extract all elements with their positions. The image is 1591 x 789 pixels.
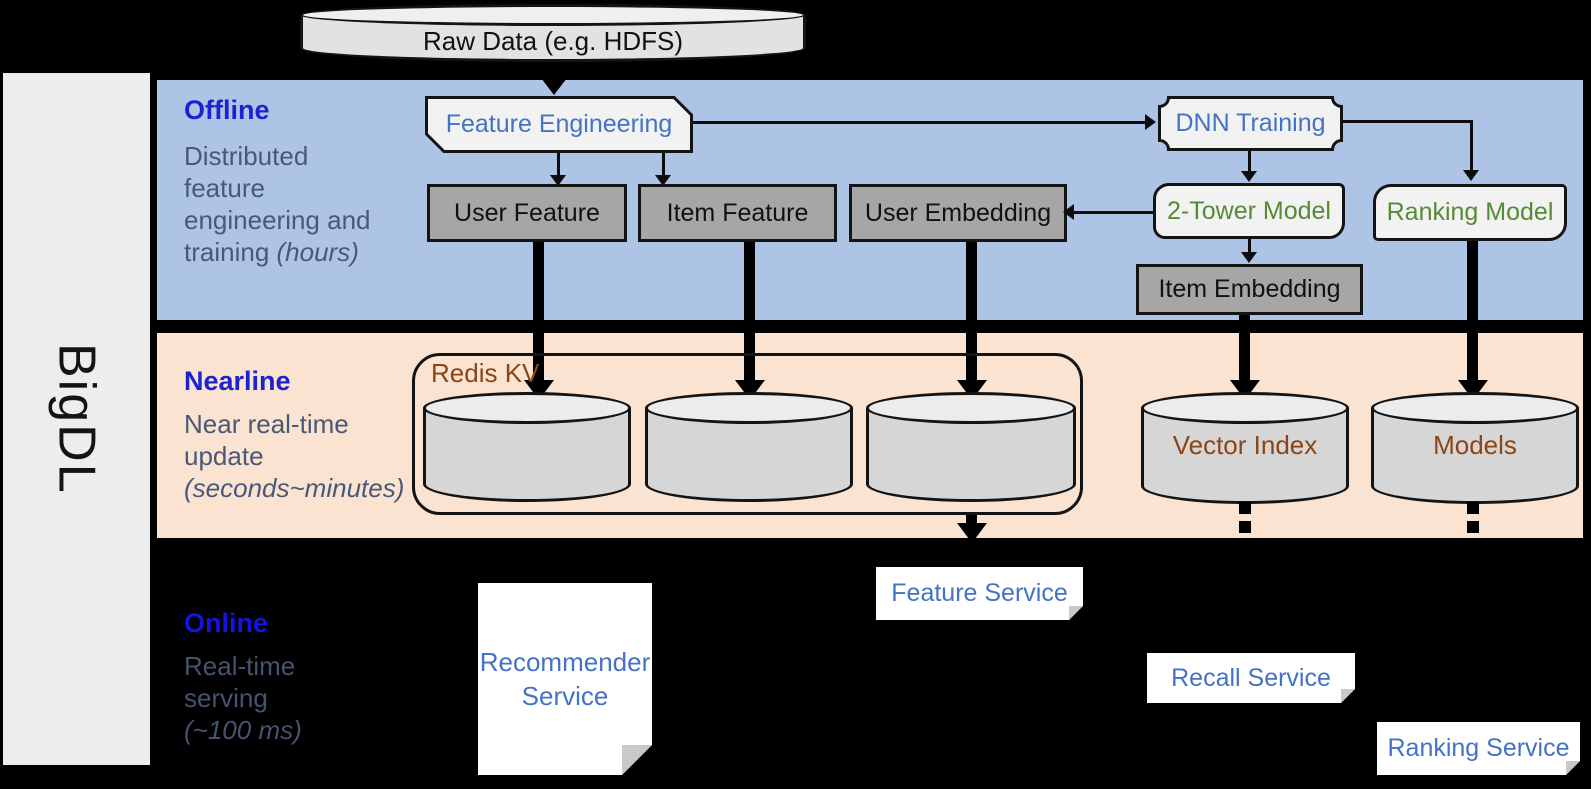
two-tower-model-label: 2-Tower Model [1167, 196, 1331, 225]
redis-cylinder-2-top [645, 392, 853, 424]
online-desc-line3: (~100 ms) [184, 715, 302, 745]
item-feature-node: Item Feature [638, 184, 837, 242]
arrow-dnn-to-ranking-hline [1343, 120, 1473, 123]
arrow-fe-to-userfeature-head [550, 175, 566, 186]
feature-engineering-shape [425, 96, 693, 153]
arrow-itemfeature-to-redis-shaft [744, 242, 755, 382]
offline-lane-description: Distributed feature engineering and trai… [184, 140, 371, 268]
arrow-itemembedding-to-vectorindex-shaft [1239, 315, 1250, 382]
arrow-rawdata-to-fe-shaft [550, 62, 558, 82]
offline-desc-line2: feature [184, 173, 265, 203]
item-embedding-node: Item Embedding [1136, 264, 1363, 315]
redis-cylinder-1 [423, 392, 631, 502]
folded-corner-icon [622, 745, 652, 775]
online-lane-description: Real-time serving (~100 ms) [184, 650, 302, 746]
redis-cylinder-3-top [866, 392, 1076, 424]
arrow-fe-to-itemfeature-head [655, 175, 671, 186]
item-embedding-label: Item Embedding [1158, 275, 1341, 303]
ranking-model-label: Ranking Model [1386, 198, 1554, 226]
nearline-desc-line2: update [184, 441, 264, 471]
feature-service-label: Feature Service [891, 579, 1068, 607]
recommender-service-label-line2: Service [521, 681, 609, 711]
arrow-twotower-to-itemembedding-line [1248, 239, 1251, 254]
raw-data-cylinder: Raw Data (e.g. HDFS) [300, 4, 806, 62]
nearline-desc-line1: Near real-time [184, 409, 349, 439]
redis-cylinder-3 [866, 392, 1076, 502]
dash-vectorindex-1 [1239, 502, 1251, 514]
dnn-training-node: DNN Training [1158, 96, 1343, 151]
offline-lane-title: Offline [184, 95, 270, 125]
models-cylinder-top [1371, 392, 1579, 424]
arrow-dnn-to-twotower-head [1241, 171, 1257, 182]
arrow-twotower-to-userembedding-head [1063, 204, 1074, 220]
arrow-userembedding-to-redis-shaft [966, 242, 977, 382]
redis-cylinder-1-top [423, 392, 631, 424]
dash-models-2 [1467, 521, 1479, 533]
models-cylinder: Models [1371, 392, 1579, 504]
online-desc-line1: Real-time [184, 651, 296, 681]
arrow-userfeature-to-redis-shaft [533, 242, 544, 382]
redis-kv-label: Redis KV [431, 358, 540, 388]
recommender-service-document: Recommender Service [478, 583, 652, 775]
models-label: Models [1433, 430, 1517, 460]
arrow-fe-to-itemfeature-line [662, 153, 665, 177]
bigdl-brand-label: BigDL [47, 343, 106, 495]
user-embedding-node: User Embedding [849, 184, 1067, 242]
folded-corner-icon [1069, 606, 1083, 620]
vector-index-label: Vector Index [1172, 430, 1318, 460]
user-embedding-label: User Embedding [864, 198, 1052, 227]
recall-service-node: Recall Service [1147, 653, 1355, 703]
feature-engineering-node: Feature Engineering [425, 96, 693, 153]
dash-models-1 [1467, 502, 1479, 514]
feature-engineering-label: Feature Engineering [445, 110, 673, 138]
arrow-redis-to-featureservice-head [957, 523, 987, 543]
arrow-dnn-to-twotower-line [1248, 151, 1251, 173]
arrow-redis-to-featureservice-shaft [966, 515, 977, 525]
arrow-twotower-to-itemembedding-head [1241, 252, 1257, 263]
online-desc-line2: serving [184, 683, 268, 713]
dnn-training-label: DNN Training [1175, 109, 1326, 137]
ranking-service-node: Ranking Service [1377, 722, 1580, 775]
bigdl-sidebar: BigDL [3, 73, 150, 765]
arrow-fe-to-userfeature-line [557, 153, 560, 177]
arrow-rankingmodel-to-models-shaft [1467, 241, 1478, 382]
dnn-training-shape [1158, 96, 1343, 151]
folded-corner-icon [1566, 761, 1580, 775]
two-tower-model-node: 2-Tower Model [1153, 183, 1345, 239]
folded-corner-icon [1341, 689, 1355, 703]
raw-data-cylinder-top [300, 4, 806, 26]
raw-data-label: Raw Data (e.g. HDFS) [422, 26, 684, 56]
user-feature-node: User Feature [427, 184, 627, 242]
arrow-dnn-to-ranking-head [1463, 170, 1479, 181]
offline-desc-line4: training (hours) [184, 237, 359, 267]
arrow-twotower-to-userembedding-line [1074, 211, 1153, 214]
vector-index-cylinder-top [1141, 392, 1349, 424]
redis-cylinder-2 [645, 392, 853, 502]
arrow-fe-to-dnn-head [1145, 114, 1156, 130]
online-lane-title: Online [184, 608, 269, 638]
arrow-rawdata-to-fe-head [541, 78, 567, 95]
feature-service-node: Feature Service [876, 567, 1083, 620]
offline-desc-line1: Distributed [184, 141, 309, 171]
arrow-fe-to-dnn-line [693, 121, 1146, 124]
item-feature-label: Item Feature [666, 198, 809, 227]
nearline-lane-title: Nearline [184, 366, 291, 396]
vector-index-cylinder: Vector Index [1141, 392, 1349, 504]
nearline-lane-description: Near real-time update (seconds~minutes) [184, 408, 404, 504]
recall-service-label: Recall Service [1171, 663, 1331, 692]
dash-vectorindex-2 [1239, 521, 1251, 533]
nearline-desc-line3: (seconds~minutes) [184, 473, 405, 503]
user-feature-label: User Feature [454, 198, 600, 227]
offline-desc-line3: engineering and [184, 205, 371, 235]
recommender-service-label-line1: Recommender [479, 647, 651, 677]
ranking-model-node: Ranking Model [1373, 184, 1567, 241]
redis-kv-container [412, 353, 1083, 515]
arrow-dnn-to-ranking-vline [1470, 120, 1473, 172]
ranking-service-label: Ranking Service [1387, 734, 1570, 762]
